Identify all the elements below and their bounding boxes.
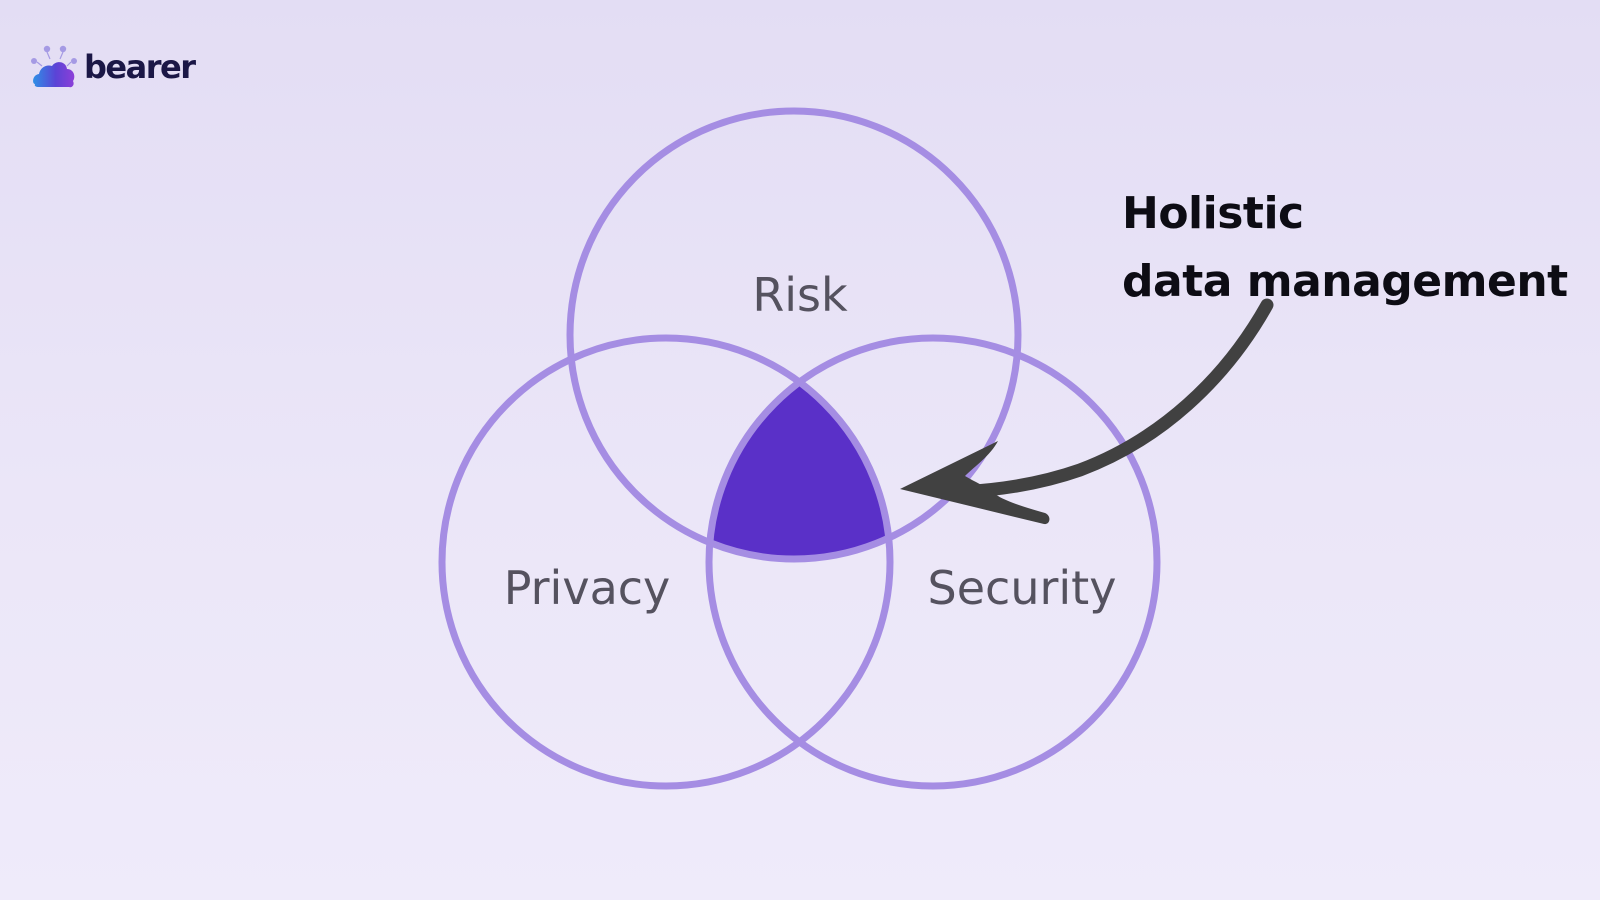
- brand-logo: bearer: [30, 44, 196, 90]
- brand-name: bearer: [84, 48, 196, 86]
- privacy-circle: [438, 334, 894, 790]
- bearer-cloud-logo-icon: [31, 45, 77, 88]
- security-label: Security: [928, 561, 1117, 615]
- curved-arrow-icon: [900, 298, 1274, 525]
- risk-circle: [566, 107, 1022, 563]
- holistic-data-management-callout: Holistic data management: [1122, 180, 1568, 316]
- security-circle: [705, 334, 1161, 790]
- callout-line-2: data management: [1122, 256, 1568, 307]
- callout-line-1: Holistic: [1122, 188, 1304, 239]
- privacy-label: Privacy: [504, 561, 671, 615]
- risk-label: Risk: [752, 268, 848, 322]
